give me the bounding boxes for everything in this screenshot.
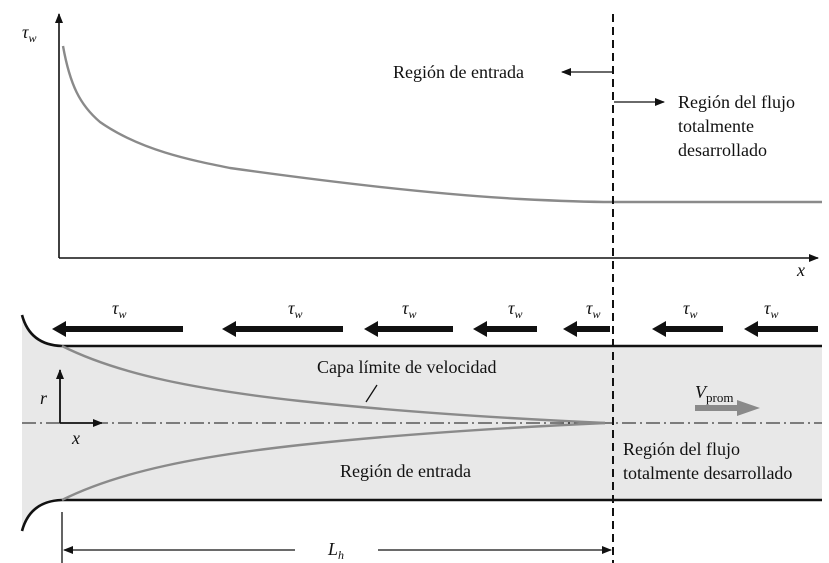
graph-x-axis-label: x xyxy=(796,260,805,280)
x-axis-label: x xyxy=(71,428,80,448)
r-axis-label: r xyxy=(40,388,48,408)
shear-arrow-shaft xyxy=(234,326,343,332)
pipe-interior xyxy=(22,315,822,531)
shear-arrow-label: τw xyxy=(508,298,522,321)
shear-arrow-label: τw xyxy=(402,298,416,321)
boundary-layer-lower xyxy=(61,421,606,502)
boundary-layer-label: Capa límite de velocidad xyxy=(317,357,496,377)
shear-arrow-label: τw xyxy=(586,298,600,321)
mean-velocity-arrow xyxy=(695,400,760,416)
shear-arrow-shaft xyxy=(485,326,537,332)
pipe-bottom-wall xyxy=(20,498,822,532)
shear-arrow-shaft xyxy=(376,326,453,332)
pipe-top-wall xyxy=(20,314,822,348)
boundary-layer-upper xyxy=(61,344,606,425)
shear-arrow-shaft xyxy=(756,326,818,332)
boundary-layer-leader xyxy=(365,384,378,403)
shear-arrow-label: τw xyxy=(288,298,302,321)
shear-arrow-shaft xyxy=(664,326,723,332)
graph-entrance-region-label: Región de entrada xyxy=(393,62,524,82)
shear-arrow-label: τw xyxy=(112,298,126,321)
pipe-entrance-region-label: Región de entrada xyxy=(340,461,471,481)
shear-arrow-shaft xyxy=(575,326,610,332)
wall-shear-curve xyxy=(61,45,822,204)
mean-velocity-label: Vprom xyxy=(695,382,733,405)
wall-shear-graph: τw x Región de entrada Región del flujo … xyxy=(22,13,822,280)
shear-arrow-head xyxy=(652,321,666,337)
wall-shear-arrows: τw τw τw τw τw τw τw xyxy=(52,298,818,337)
shear-arrow-head xyxy=(744,321,758,337)
entry-length-label: Lh xyxy=(327,539,344,562)
shear-arrow-label: τw xyxy=(764,298,778,321)
shear-arrow-label: τw xyxy=(683,298,697,321)
pipe-diagram: Capa límite de velocidad Región de entra… xyxy=(20,298,822,563)
shear-arrow-head xyxy=(222,321,236,337)
shear-arrow-head xyxy=(473,321,487,337)
graph-y-axis-label: τw xyxy=(22,22,36,45)
shear-arrow-shaft xyxy=(64,326,183,332)
shear-arrow-head xyxy=(364,321,378,337)
shear-arrow-head xyxy=(52,321,66,337)
graph-developed-region-label: Región del flujo totalmente desarrollado xyxy=(678,92,799,160)
pipe-developed-region-label: Región del flujo totalmente desarrollado xyxy=(623,439,792,483)
shear-arrow-head xyxy=(563,321,577,337)
